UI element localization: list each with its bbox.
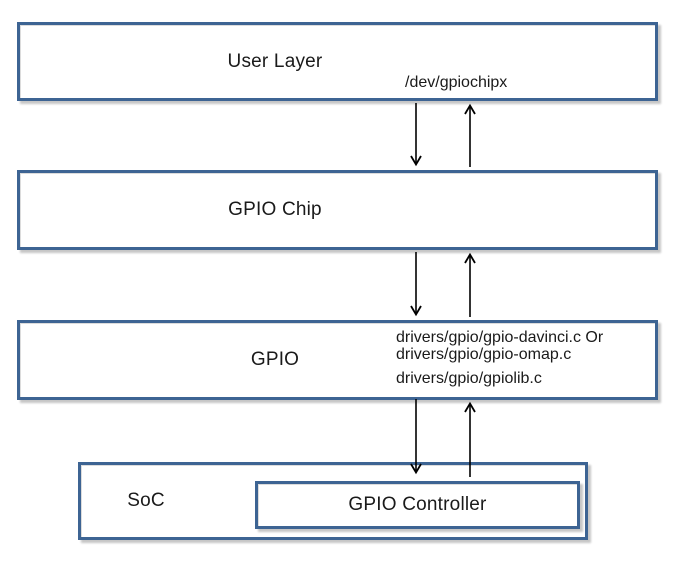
soc-label: SoC	[127, 490, 165, 511]
user-layer-box: User Layer /dev/gpiochipx	[17, 22, 658, 101]
gpio-driver-files-annotation: drivers/gpio/gpio-davinci.c Or drivers/g…	[396, 329, 603, 387]
gpio-box: GPIO drivers/gpio/gpio-davinci.c Or driv…	[17, 320, 658, 400]
user-layer-label: User Layer	[227, 50, 323, 72]
soc-box: SoC GPIO Controller	[78, 462, 588, 540]
gpio-controller-box: GPIO Controller	[255, 481, 580, 529]
driver-file-davinci: drivers/gpio/gpio-davinci.c Or	[396, 329, 604, 346]
gpio-label: GPIO	[250, 349, 300, 370]
gpio-chip-box: GPIO Chip	[17, 170, 658, 250]
dev-gpiochipx-annotation: /dev/gpiochipx	[405, 74, 508, 91]
driver-file-omap: drivers/gpio/gpio-omap.c	[396, 346, 572, 363]
gpio-controller-label: GPIO Controller	[348, 494, 487, 515]
gpio-chip-label: GPIO Chip	[228, 199, 322, 220]
driver-file-gpiolib: drivers/gpio/gpiolib.c	[396, 370, 542, 387]
